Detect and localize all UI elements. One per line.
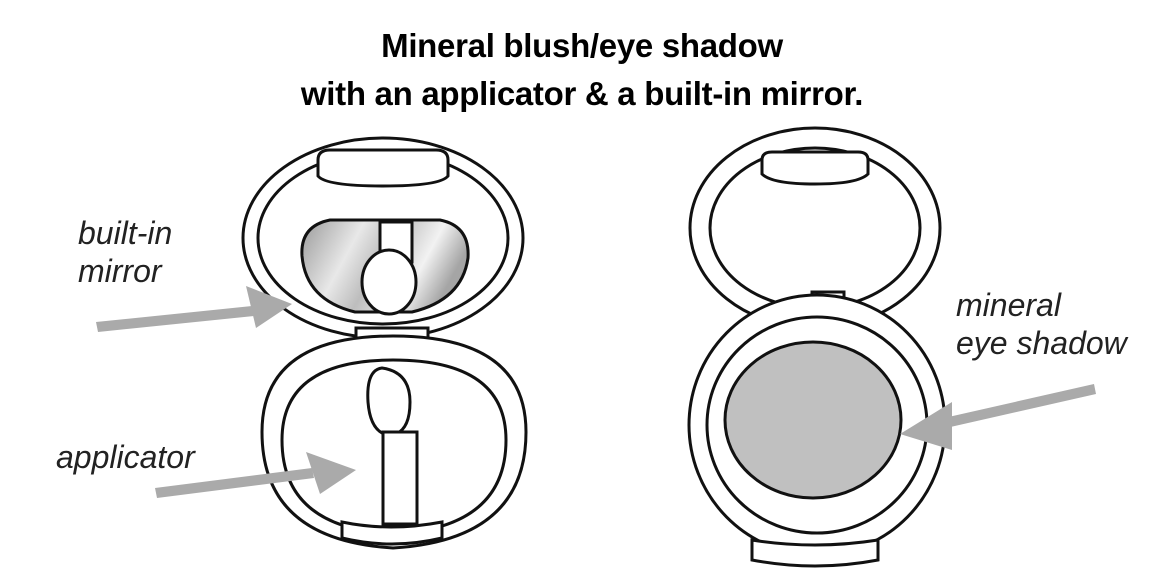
diagram-title: Mineral blush/eye shadow with an applica… [0, 22, 1164, 118]
label-eye-shadow: eye shadow [956, 325, 1127, 361]
applicator-stick [381, 430, 419, 526]
left-lid-top-tab [316, 148, 450, 188]
eye-shadow-arrow [900, 384, 1096, 450]
left-compact [241, 136, 528, 550]
right-compact [687, 126, 947, 568]
label-built-in: built-in [78, 215, 173, 251]
label-mirror: mirror [78, 253, 162, 289]
label-applicator: applicator [56, 439, 195, 475]
label-mineral: mineral [956, 287, 1061, 323]
right-base-bottom-tab [750, 538, 880, 568]
applicator-arrow [155, 452, 356, 498]
label-built-in-mirror: built-in mirror [78, 214, 172, 290]
title-line-2: with an applicator & a built-in mirror. [300, 75, 864, 112]
eye-shadow-powder [723, 340, 903, 500]
mirror-applicator-sponge [360, 248, 418, 316]
arrows [96, 286, 1096, 498]
title-line-1: Mineral blush/eye shadow [381, 27, 783, 64]
mirror-arrow [96, 286, 292, 332]
left-base-inner [280, 358, 508, 536]
label-mineral-eye-shadow: mineral eye shadow [956, 286, 1127, 362]
left-base-bottom-tab [340, 520, 444, 546]
applicator-sponge [366, 366, 412, 436]
right-lid-top-tab [760, 150, 870, 186]
